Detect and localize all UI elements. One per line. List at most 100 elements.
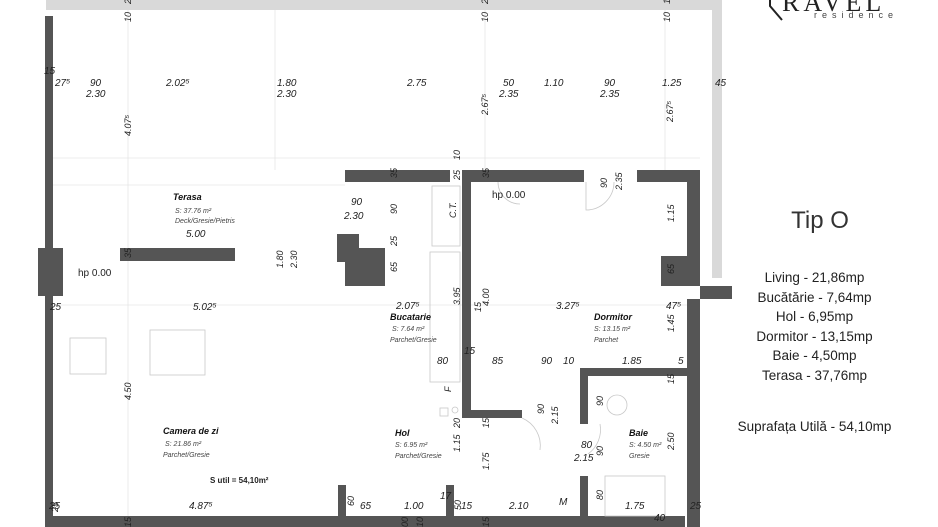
dim-label: 25	[689, 501, 702, 512]
room-area: S: 37.76 m²	[175, 208, 212, 215]
room-name: Hol	[395, 428, 410, 438]
dim-label: 5.00	[186, 229, 206, 240]
area-summary-item: Baie - 4,50mp	[772, 348, 857, 363]
dim-label: 1.80	[277, 78, 297, 89]
dim-label: 25	[49, 302, 62, 313]
room-dormitor: Dormitor S: 13.15 m² Parchet	[594, 312, 632, 344]
dim-label: 80	[581, 440, 593, 451]
room-area: S: 6.95 m²	[395, 442, 428, 449]
dim-label: 2.35	[599, 89, 620, 100]
vertical-dimension-labels: 10 10 10 25 25 10 4.07⁵ 2.67⁵ 2.67⁵ 10 3…	[50, 0, 676, 527]
dim-label: 90	[389, 204, 399, 214]
dim-label: 15	[666, 373, 676, 384]
room-area: S: 4.50 m²	[629, 442, 662, 449]
dim-label: 10	[563, 356, 575, 367]
room-area: S: 21.86 m²	[165, 441, 202, 448]
dim-label: 90	[595, 396, 605, 406]
dim-label: 2.30	[85, 89, 106, 100]
room-name: Dormitor	[594, 312, 632, 322]
dim-label: 00	[400, 517, 410, 527]
dim-label: 25	[452, 169, 462, 181]
dimension-labels: 27⁵ 90 2.02⁵ 1.80 2.75 50 1.10 90 1.25 2…	[44, 66, 727, 524]
ravel-logo-icon	[769, 0, 783, 21]
area-summary-item: Living - 21,86mp	[764, 270, 865, 285]
plan-labels: S util = 54,10m² hp 0.00 hp 0.00 C.T. F …	[78, 190, 568, 508]
dim-label: 50	[453, 500, 463, 510]
dim-label: 10	[662, 12, 672, 22]
terrace-top-wall	[46, 0, 722, 10]
dim-label: 25	[48, 501, 61, 512]
dim-label: 2.67⁵	[665, 100, 675, 123]
dim-label: 45	[715, 78, 727, 89]
dim-label: 4.50	[123, 382, 133, 400]
dim-label: 15	[44, 66, 56, 77]
dim-label: 1.75	[481, 451, 491, 470]
dim-label: 40	[654, 513, 666, 524]
m-label: M	[559, 497, 568, 508]
dim-label: 2.07⁵	[395, 301, 420, 312]
room-finish: Deck/Gresie/Pietris	[175, 218, 235, 225]
dim-label: 1.10	[544, 78, 564, 89]
dim-label: 27⁵	[54, 78, 70, 89]
dim-label: 2.75	[406, 78, 427, 89]
dim-label: 2.50	[666, 432, 676, 451]
dim-label: 15	[481, 417, 491, 428]
dim-label: 4.87⁵	[189, 501, 213, 512]
dim-label: 4.07⁵	[123, 114, 133, 136]
dim-label: 2.15	[573, 453, 594, 464]
dim-label: 2.67⁵	[480, 93, 490, 116]
dim-label: 65	[389, 261, 399, 272]
guide-lines	[50, 10, 700, 520]
height-label: hp 0.00	[492, 190, 526, 201]
dim-label: 17	[440, 491, 452, 502]
dim-label: 80	[595, 490, 605, 500]
dim-label: 90	[599, 178, 609, 188]
dim-label: 85	[492, 356, 504, 367]
useful-area-total: Suprafața Utilă - 54,10mp	[737, 419, 892, 434]
f-label: F	[443, 386, 453, 392]
dim-label: 90	[541, 356, 553, 367]
area-summary-list: Living - 21,86mp Bucătărie - 7,64mp Hol …	[722, 268, 907, 385]
dim-label: 15	[461, 501, 473, 512]
area-summary-item: Dormitor - 13,15mp	[756, 328, 873, 344]
dim-label: 1.15	[666, 203, 676, 222]
dim-label: 2.02⁵	[165, 78, 190, 89]
dim-label: 90	[90, 78, 102, 89]
dim-label: 5	[678, 356, 684, 367]
dim-label: 15	[123, 516, 133, 527]
door-swings	[497, 181, 615, 455]
room-bucatarie: Bucatarie S: 7.64 m² Parchet/Gresie	[390, 312, 437, 344]
dim-label: 10	[452, 150, 462, 160]
dim-label: 20	[452, 418, 462, 429]
terrace-right-wall	[712, 0, 722, 278]
area-summary-item: Hol - 6,95mp	[775, 309, 854, 324]
ct-label: C.T.	[448, 202, 458, 218]
dim-label: 1.45	[666, 313, 676, 332]
room-finish: Parchet/Gresie	[163, 452, 210, 459]
dim-label: 47⁵	[666, 301, 681, 312]
room-finish: Parchet	[594, 337, 619, 344]
dim-label: 25	[50, 501, 60, 513]
dim-label: 15	[481, 516, 491, 527]
dim-label: 90	[604, 78, 616, 89]
useful-area-label: S util = 54,10m²	[210, 476, 269, 485]
dim-label: 1.15	[452, 433, 462, 452]
dim-label: 35	[389, 167, 399, 178]
dim-label: 1.80	[275, 250, 285, 268]
room-area: S: 13.15 m²	[594, 326, 631, 333]
dim-label: 25	[123, 0, 133, 5]
dim-label: 1.25	[662, 78, 682, 89]
apartment-type-title: Tip O	[791, 207, 849, 234]
area-summary-item: Terasa - 37,76mp	[761, 367, 868, 383]
dim-label: 90	[595, 446, 605, 456]
area-summary-item: Bucătărie - 7,64mp	[757, 289, 872, 305]
brand-name: RAVEL	[782, 0, 886, 17]
room-finish: Gresie	[629, 453, 650, 460]
height-label: hp 0.00	[78, 268, 112, 279]
room-hol: Hol S: 6.95 m² Parchet/Gresie	[395, 428, 442, 460]
dim-label: 50	[503, 78, 515, 89]
dim-label: 90	[536, 404, 546, 414]
dim-label: 1.75	[625, 501, 645, 512]
dim-label: 15	[473, 301, 483, 312]
